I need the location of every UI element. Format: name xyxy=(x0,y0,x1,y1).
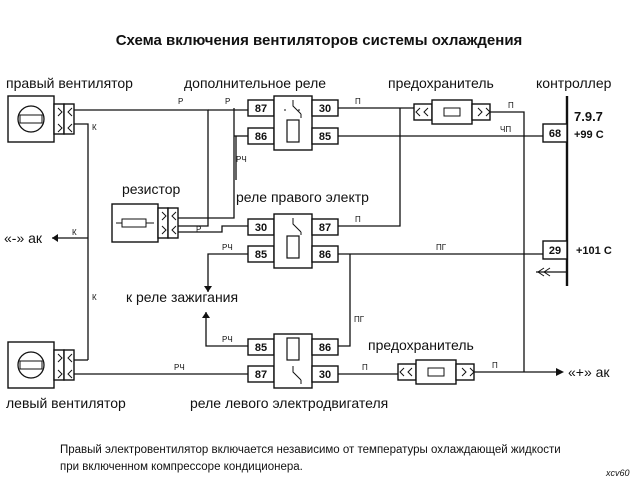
to-ignition-label: к реле зажигания xyxy=(126,289,238,305)
r2-pin-87: 87 xyxy=(319,222,331,234)
wire-label-rch-2: РЧ xyxy=(222,243,233,252)
left-fan-motor xyxy=(7,341,75,389)
right-relay-label: реле правого электр xyxy=(236,189,369,205)
wire-label-pg-1: ПГ xyxy=(436,243,447,252)
plus-ak-label: «+» ак xyxy=(568,364,610,380)
resistor-label: резистор xyxy=(122,181,181,197)
wire-label-r-1: Р xyxy=(178,97,183,106)
r1-pin-30: 30 xyxy=(319,103,331,115)
wire-label-rch-3: РЧ xyxy=(222,335,233,344)
resistor xyxy=(111,203,179,243)
minus-ak-label: «-» ак xyxy=(4,230,43,246)
wire-label-p-3: П xyxy=(355,215,361,224)
wire-label-p-2: П xyxy=(508,101,514,110)
wires xyxy=(52,107,566,376)
r3-pin-85: 85 xyxy=(255,342,267,354)
r1-pin-86: 86 xyxy=(255,131,267,143)
r3-pin-30: 30 xyxy=(319,369,331,381)
controller-pin-68: 68 xyxy=(549,128,561,140)
diagram-title: Схема включения вентиляторов системы охл… xyxy=(116,32,523,49)
r3-pin-86: 86 xyxy=(319,342,331,354)
right-relay xyxy=(247,213,339,269)
wire-label-p-1: П xyxy=(355,97,361,106)
signature: xcv60 xyxy=(605,468,630,478)
r3-pin-87: 87 xyxy=(255,369,267,381)
r2-pin-86: 86 xyxy=(319,249,331,261)
note-line-1: Правый электровентилятор включается неза… xyxy=(60,444,561,456)
wire-label-r-2: Р xyxy=(225,97,230,106)
wire-label-k-3: К xyxy=(92,293,97,302)
wire-label-k-1: К xyxy=(92,123,97,132)
wire-label-rch-4: РЧ xyxy=(174,363,185,372)
controller-label: контроллер xyxy=(536,75,612,91)
right-fan-motor xyxy=(7,95,75,143)
r1-pin-87: 87 xyxy=(255,103,267,115)
right-fan-label: правый вентилятор xyxy=(6,75,133,91)
extra-relay-label: дополнительное реле xyxy=(184,75,326,91)
wire-label-pg-2: ПГ xyxy=(354,315,365,324)
fuse-bottom-label: предохранитель xyxy=(368,337,474,353)
controller-pin-29: 29 xyxy=(549,245,561,257)
fuse-top xyxy=(413,99,491,125)
wire-label-rch-1: РЧ xyxy=(236,155,247,164)
left-relay-label: реле левого электродвигателя xyxy=(190,395,388,411)
controller-temp-99: +99 С xyxy=(574,129,604,141)
r1-pin-85: 85 xyxy=(319,131,331,143)
controller-temp-101: +101 С xyxy=(576,245,612,257)
r2-pin-30: 30 xyxy=(255,222,267,234)
fuse-bottom xyxy=(397,359,475,385)
wire-label-r-3: Р xyxy=(196,225,201,234)
wire-label-p-4: П xyxy=(362,363,368,372)
wire-label-p-5: П xyxy=(492,361,498,370)
left-fan-label: левый вентилятор xyxy=(6,395,126,411)
wire-label-k-2: К xyxy=(72,228,77,237)
controller-block-id: 7.9.7 xyxy=(574,109,603,124)
note-line-2: при включенном компрессоре кондиционера. xyxy=(60,461,303,473)
controller xyxy=(542,96,569,286)
wire-label-chp: ЧП xyxy=(500,125,511,134)
r2-pin-85: 85 xyxy=(255,249,267,261)
fuse-top-label: предохранитель xyxy=(388,75,494,91)
